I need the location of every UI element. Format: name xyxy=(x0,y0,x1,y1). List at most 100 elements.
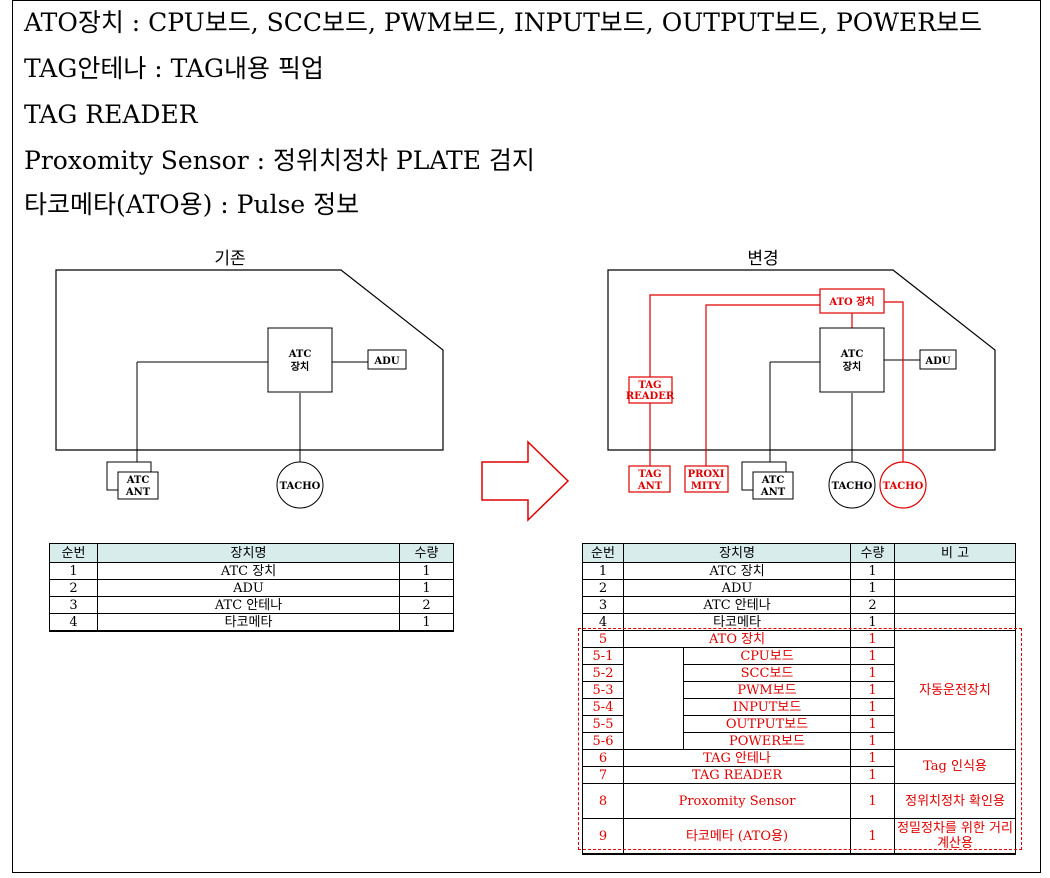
header-line-tag-antenna: TAG안테나 : TAG내용 픽업 xyxy=(24,54,324,83)
right-tag-reader-box xyxy=(628,376,673,404)
cell xyxy=(623,715,684,733)
right-tag-reader-label-1: TAG xyxy=(638,380,661,391)
cell: 2 xyxy=(850,596,896,614)
cell: 1 xyxy=(399,579,454,597)
cell: 1 xyxy=(49,562,98,580)
right-col-note: 비 고 xyxy=(894,543,1017,563)
cell: 1 xyxy=(850,715,896,733)
cell: 1 xyxy=(850,698,896,716)
cell: 9 xyxy=(582,818,624,855)
cell: TAG 안테나 xyxy=(622,749,852,767)
cell: ADU xyxy=(622,579,852,597)
cell: 1 xyxy=(850,783,896,819)
cell: INPUT보드 xyxy=(682,698,852,716)
cell: 1 xyxy=(850,647,896,665)
cell: 1 xyxy=(850,749,896,767)
cell xyxy=(623,681,684,699)
cell: 5-3 xyxy=(582,681,624,699)
change-arrow-icon xyxy=(481,440,570,522)
cell: ATC 안테나 xyxy=(622,596,852,614)
right-atc-label-1: ATC xyxy=(840,349,864,360)
right-atc-box xyxy=(819,327,885,393)
cell: 타코메타 xyxy=(622,613,852,631)
right-atc-ant-label-2: ANT xyxy=(760,487,786,498)
right-tag-ant-label-1: TAG xyxy=(638,469,661,480)
right-col-seq: 순번 xyxy=(582,543,624,563)
cell: ATC 장치 xyxy=(97,562,400,580)
header-line-tacho: 타코메타(ATO용) : Pulse 정보 xyxy=(24,190,360,219)
right-col-name: 장치명 xyxy=(622,543,852,563)
left-atc-ant-label-2: ANT xyxy=(125,487,151,498)
cell xyxy=(623,732,684,750)
cell: 3 xyxy=(582,596,624,614)
right-col-qty: 수량 xyxy=(850,543,896,563)
right-tacho-label: TACHO xyxy=(832,481,873,492)
right-vehicle-outline xyxy=(607,269,996,451)
right-proximity-label-2: MITY xyxy=(691,481,722,492)
cell: 5-1 xyxy=(582,647,624,665)
cell: 타코메타 xyxy=(97,613,400,632)
cell: SCC보드 xyxy=(682,664,852,682)
cell: 1 xyxy=(850,681,896,699)
left-adu-label: ADU xyxy=(373,356,399,367)
left-col-name: 장치명 xyxy=(97,543,400,563)
cell xyxy=(623,647,684,665)
table-row: 5 ATO 장치 1 자동운전장치 xyxy=(582,630,1017,750)
note-stop-position: 정위치정차 확인용 xyxy=(894,783,1017,819)
header-line-proximity: Proxomity Sensor : 정위치정차 PLATE 검지 xyxy=(24,146,535,175)
cell: 1 xyxy=(850,664,896,682)
right-adu-label: ADU xyxy=(924,356,950,367)
cell: 4 xyxy=(582,613,624,631)
cell: PWM보드 xyxy=(682,681,852,699)
cell xyxy=(623,698,684,716)
cell: 2 xyxy=(582,579,624,597)
cell: 1 xyxy=(850,630,896,648)
cell: 7 xyxy=(582,766,624,784)
left-diagram-title: 기존 xyxy=(214,249,245,269)
right-tacho-circle xyxy=(828,461,876,509)
cell: 1 xyxy=(582,562,624,580)
note-auto-driving: 자동운전장치 xyxy=(894,630,1017,750)
cell: 2 xyxy=(49,579,98,597)
cell xyxy=(894,579,1017,597)
header-line-ato: ATO장치 : CPU보드, SCC보드, PWM보드, INPUT보드, OU… xyxy=(24,8,983,37)
left-atc-label-1: ATC xyxy=(288,349,312,360)
cell: OUTPUT보드 xyxy=(682,715,852,733)
left-atc-ant-box xyxy=(117,471,159,500)
cell: ADU xyxy=(97,579,400,597)
cell xyxy=(894,596,1017,614)
left-atc-ant-label-1: ATC xyxy=(126,475,150,486)
table-row: 7 TAG READER 1 xyxy=(582,766,1016,784)
cell: 5-2 xyxy=(582,664,624,682)
table-row: 9 타코메타 (ATO용) 1 정밀정차를 위한 거리계산용 xyxy=(582,818,1017,855)
table-row: 6 TAG 안테나 1 Tag 인식용 xyxy=(582,749,1017,784)
cell xyxy=(623,664,684,682)
header-line-tag-reader: TAG READER xyxy=(24,100,198,129)
cell: CPU보드 xyxy=(682,647,852,665)
cell: 타코메타 (ATO용) xyxy=(622,818,852,855)
right-proximity-box xyxy=(684,465,729,493)
note-distance-calc: 정밀정차를 위한 거리계산용 xyxy=(894,818,1017,855)
cell: 5-6 xyxy=(582,732,624,750)
cell: Proxomity Sensor xyxy=(622,783,852,819)
cell: 1 xyxy=(850,732,896,750)
right-tacho-ato-circle xyxy=(879,461,927,509)
right-atc-ant-box xyxy=(752,471,794,500)
left-col-seq: 순번 xyxy=(49,543,98,563)
cell: 1 xyxy=(399,613,454,632)
cell: ATC 안테나 xyxy=(97,596,400,614)
cell: 2 xyxy=(399,596,454,614)
left-col-qty: 수량 xyxy=(399,543,454,563)
right-red-wiring xyxy=(649,294,904,466)
cell: 1 xyxy=(399,562,454,580)
